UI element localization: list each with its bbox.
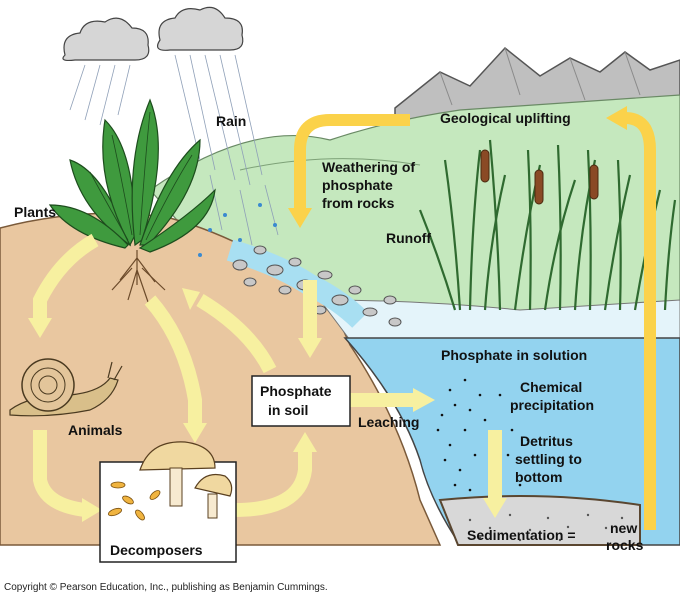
copyright-notice: Copyright © Pearson Education, Inc., pub…	[4, 582, 328, 593]
label-animals: Animals	[68, 422, 123, 438]
mountain-ridges	[439, 47, 641, 106]
label-weathering-3: from rocks	[322, 195, 395, 211]
label-phosphate-in-solution: Phosphate in solution	[441, 347, 587, 363]
phosphate-in-soil-box	[251, 375, 351, 427]
label-runoff: Runoff	[386, 230, 431, 246]
sediment-dots	[468, 513, 624, 542]
label-detritus-1: Detritus	[520, 433, 573, 449]
flow-arrows	[33, 233, 502, 517]
label-plants: Plants	[14, 204, 56, 220]
label-detritus-2: settling to	[515, 451, 582, 467]
hill-contour	[239, 158, 421, 171]
label-phosphate-in-soil-1: Phosphate	[260, 383, 332, 399]
label-chemical-2: precipitation	[510, 397, 594, 413]
arrow-heads-strong	[288, 106, 627, 228]
rain-streaks	[69, 54, 279, 246]
raindrops	[198, 203, 277, 257]
label-weathering-2: phosphate	[322, 177, 393, 193]
label-leaching: Leaching	[358, 414, 419, 430]
label-rain: Rain	[216, 113, 246, 129]
runoff-rocks	[232, 245, 402, 327]
decomposer-organisms	[107, 481, 161, 521]
rain-clouds	[62, 6, 244, 62]
label-weathering-1: Weathering of	[322, 159, 415, 175]
label-new-rocks-2: rocks	[606, 537, 644, 553]
plant	[48, 98, 216, 303]
arrow-heads	[28, 288, 507, 522]
flow-arrows-strong	[294, 112, 656, 530]
label-geological-uplifting: Geological uplifting	[440, 110, 571, 126]
cattail-heads	[480, 149, 599, 205]
label-detritus-3: bottom	[515, 469, 562, 485]
label-decomposers: Decomposers	[110, 542, 203, 558]
label-phosphate-in-soil-2: in soil	[268, 402, 308, 418]
snail	[9, 358, 123, 417]
label-sedimentation: Sedimentation =	[467, 527, 576, 543]
mushrooms	[139, 441, 233, 519]
label-new-rocks-1: new	[610, 520, 637, 536]
plant-roots	[111, 250, 166, 303]
label-chemical-1: Chemical	[520, 379, 582, 395]
